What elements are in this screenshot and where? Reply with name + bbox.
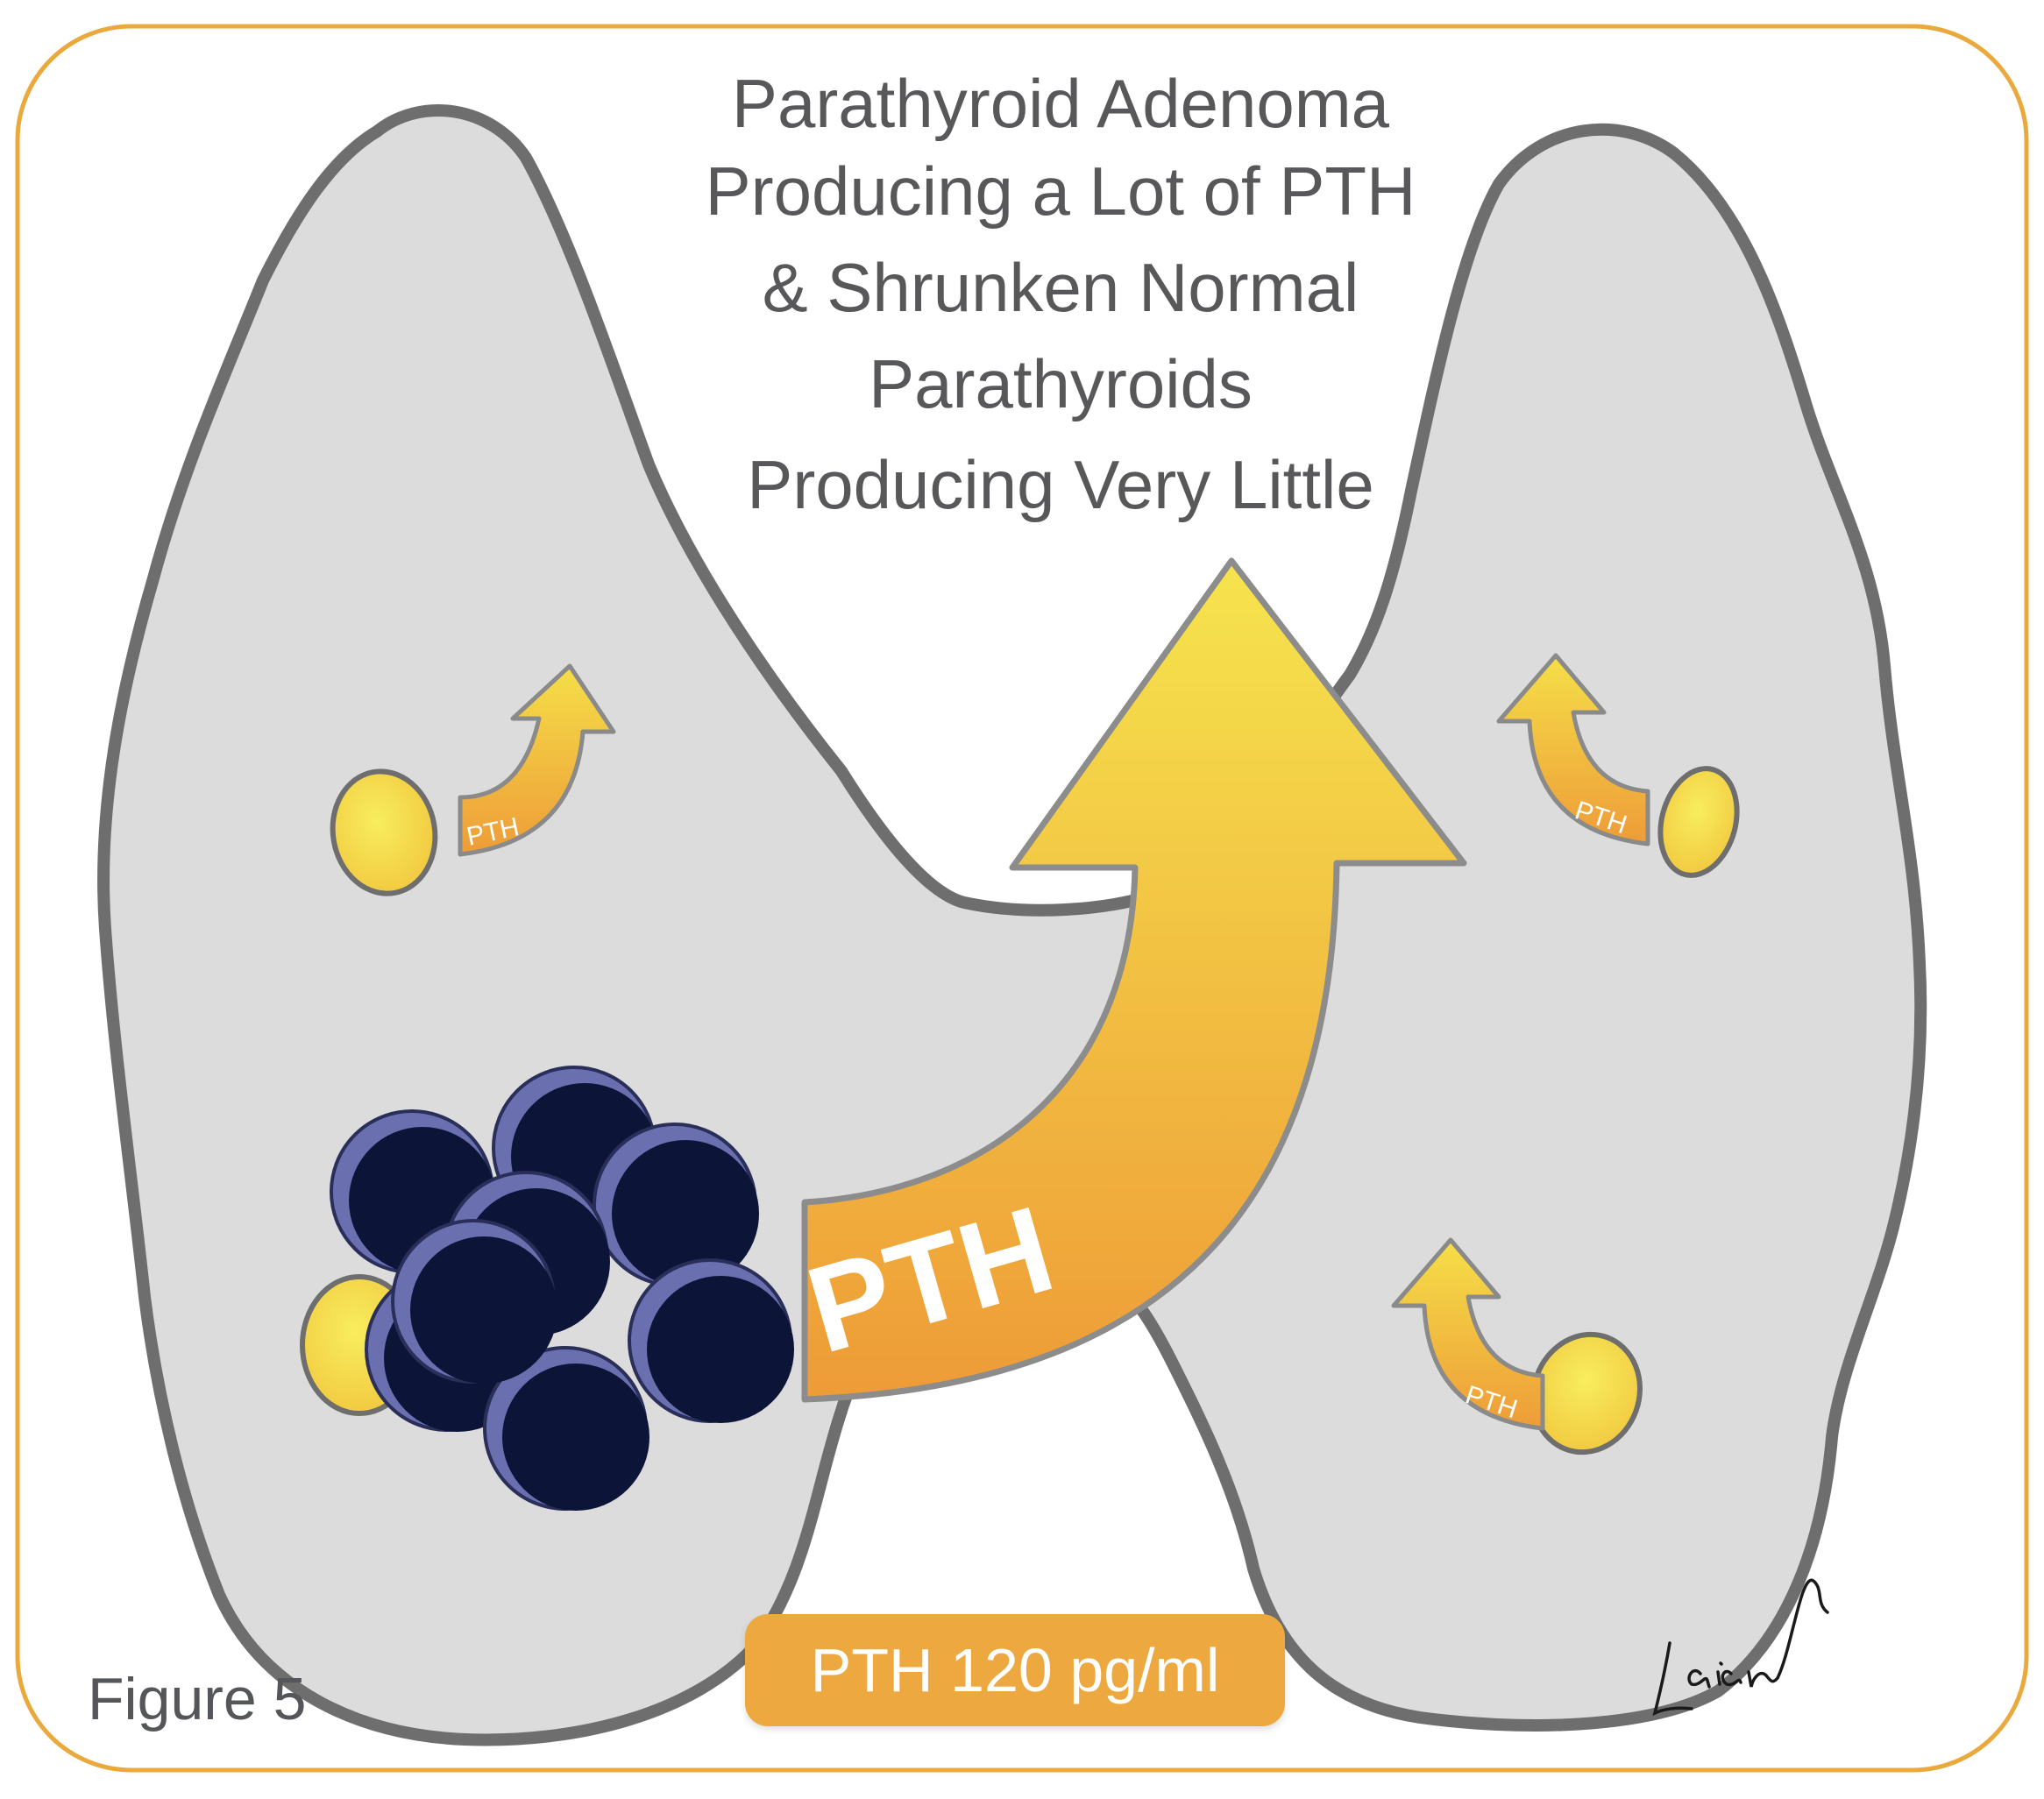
signature — [1652, 1578, 1829, 1717]
small-pth-arrow-upper-right: PTH — [1496, 653, 1650, 846]
title-line-2: Producing a Lot of PTH — [705, 152, 1416, 230]
title-line-3: & Shrunken Normal — [762, 249, 1359, 326]
pth-level-badge: PTH 120 pg/ml — [745, 1614, 1285, 1726]
adenoma-cell — [391, 1219, 557, 1384]
adenoma-cell — [628, 1258, 794, 1423]
parathyroid-gland-upper-right — [1657, 766, 1740, 878]
parathyroid-gland-upper-left — [330, 768, 438, 896]
figure-label: Figure 5 — [88, 1666, 307, 1732]
title-line-1: Parathyroid Adenoma — [731, 65, 1390, 142]
parathyroid-adenoma — [330, 1066, 794, 1511]
adenoma-cell — [593, 1123, 759, 1287]
title-line-5: Producing Very Little — [747, 446, 1374, 523]
adenoma-cell — [483, 1346, 649, 1511]
title-line-4: Parathyroids — [869, 345, 1253, 422]
big-pth-arrow: PTH — [793, 557, 1467, 1403]
small-pth-arrow-upper-left: PTH — [458, 663, 616, 857]
